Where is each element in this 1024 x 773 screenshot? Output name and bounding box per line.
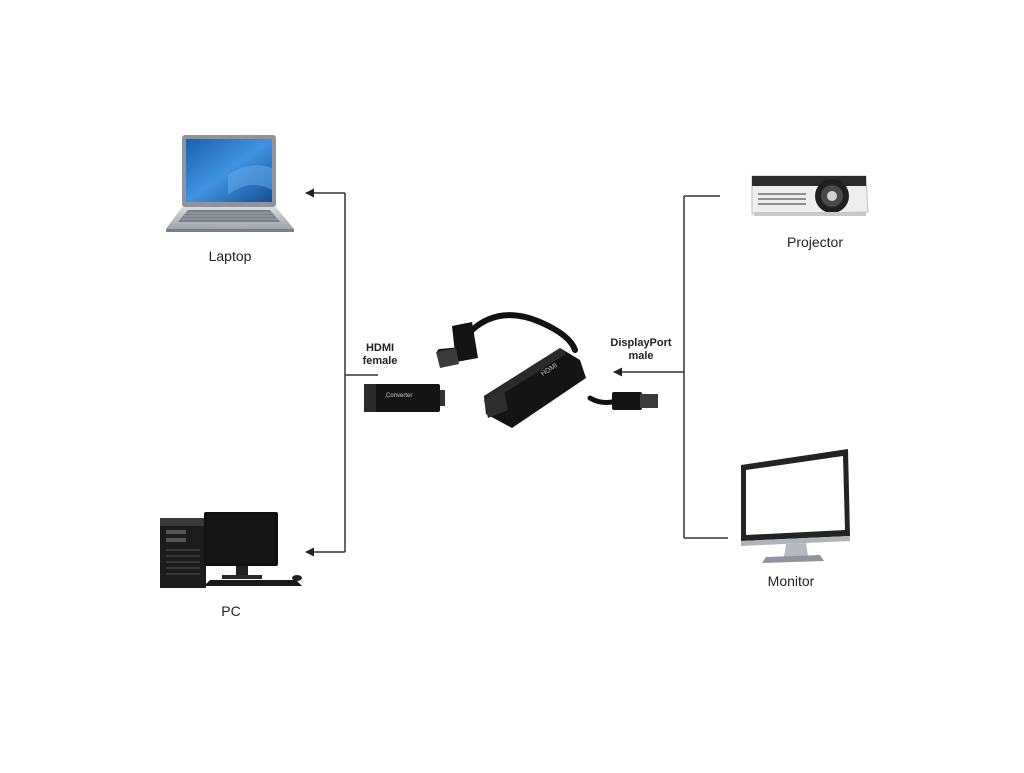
hdmi-converter-icon bbox=[364, 384, 445, 412]
right-connector-lines bbox=[613, 195, 728, 539]
projector-label: Projector bbox=[786, 234, 844, 250]
displayport-label-line1: DisplayPort bbox=[610, 337, 672, 349]
displayport-plug-icon bbox=[587, 392, 658, 410]
hdmi-port-label-line2: female bbox=[362, 355, 398, 367]
hdmi-port-label-line1: HDMI bbox=[365, 342, 395, 354]
converter-body-text: Converter bbox=[386, 393, 413, 399]
laptop-icon bbox=[166, 135, 294, 232]
desktop-pc-icon bbox=[160, 512, 302, 588]
monitor-label: Monitor bbox=[767, 573, 815, 589]
projector-icon bbox=[751, 175, 869, 216]
dp-to-hdmi-adapter-icon bbox=[436, 312, 586, 428]
laptop-label: Laptop bbox=[208, 248, 252, 264]
left-connector-lines bbox=[305, 188, 378, 557]
displayport-label-line2: male bbox=[628, 350, 654, 362]
displayport-label: DisplayPort male bbox=[610, 337, 671, 363]
pc-label: PC bbox=[221, 603, 241, 619]
hdmi-port-label: HDMI female bbox=[363, 342, 398, 368]
monitor-icon bbox=[741, 449, 850, 563]
